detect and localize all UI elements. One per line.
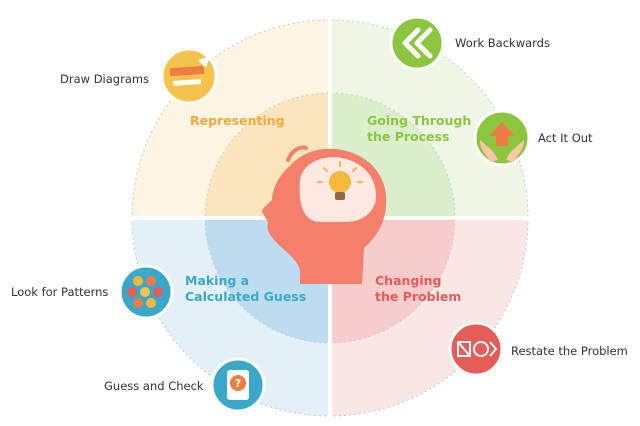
quadrant-label-changing-problem-line2: the Problem (375, 289, 462, 304)
strategy-label-act-it-out: Act It Out (538, 131, 593, 145)
svg-text:?: ? (235, 377, 241, 390)
shapes-icon[interactable] (448, 321, 504, 377)
lightbulb-rays (317, 161, 363, 183)
double-chevron-left-icon[interactable] (389, 15, 445, 71)
quadrant-label-going-through-line1: Going Through (367, 113, 472, 128)
quadrant-label-changing-problem: Changing the Problem (375, 273, 461, 305)
quadrant-label-representing-text: Representing (190, 113, 285, 128)
strategy-label-work-backwards: Work Backwards (455, 36, 550, 50)
quadrant-label-going-through-line2: the Process (367, 129, 450, 144)
strategy-label-draw-diagrams: Draw Diagrams (60, 72, 150, 86)
head-lightbulb-icon (262, 145, 387, 284)
quadrant-label-representing: Representing (190, 113, 285, 129)
question-card-icon[interactable]: ? (210, 357, 266, 413)
head-hair-curl (286, 145, 308, 162)
strategy-label-restate-the-problem: Restate the Problem (511, 344, 628, 358)
strategy-label-guess-and-check: Guess and Check (104, 379, 204, 393)
strategy-label-look-for-patterns: Look for Patterns (11, 285, 109, 299)
hands-arrow-icon[interactable] (473, 109, 531, 167)
quadrant-label-calculated-guess-line1: Making a (185, 273, 250, 288)
quadrant-label-going-through: Going Through the Process (367, 113, 471, 145)
quadrant-label-calculated-guess-line2: Calculated Guess (185, 289, 307, 304)
hexagon-pattern-icon[interactable] (118, 264, 174, 320)
pencil-ruler-icon[interactable] (160, 47, 218, 105)
lightbulb-base (335, 192, 345, 200)
lightbulb-glass (329, 171, 351, 193)
quadrant-label-calculated-guess: Making a Calculated Guess (185, 273, 306, 305)
quadrant-label-changing-problem-line1: Changing (375, 273, 442, 288)
